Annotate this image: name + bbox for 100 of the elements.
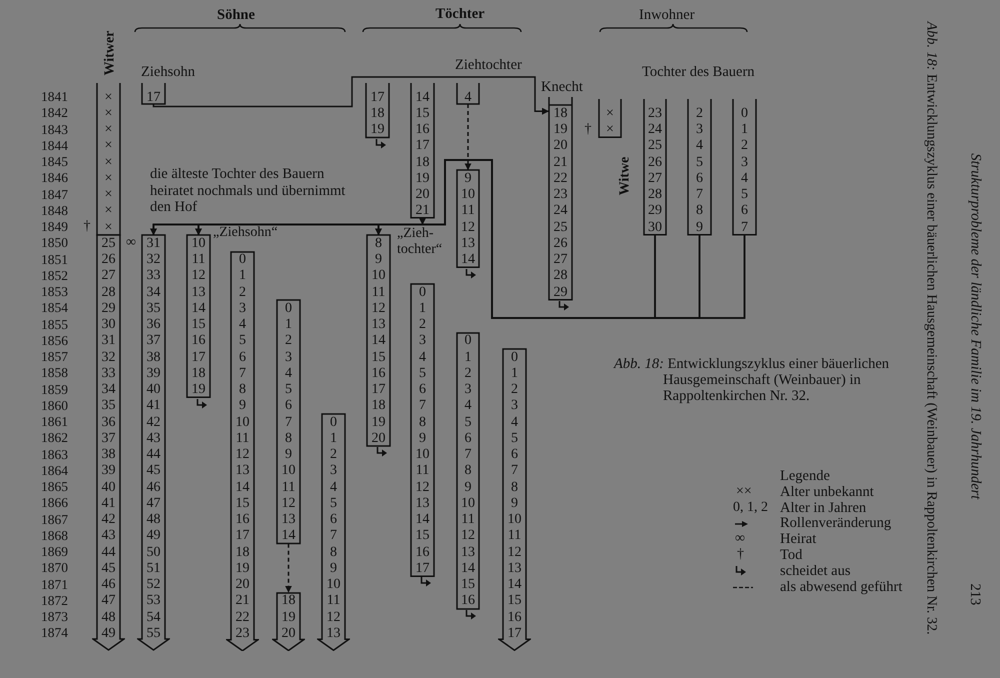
age-entry: 12	[326, 612, 342, 622]
age-entry: 55	[146, 628, 162, 639]
age-entry: 26	[100, 254, 116, 265]
age-entry: 22	[234, 612, 250, 622]
age-entry: 3	[740, 156, 749, 168]
age-entry: 7	[238, 368, 247, 379]
year-label: 1849	[41, 219, 68, 235]
age-entry: 9	[374, 254, 383, 265]
year-label: 1854	[41, 300, 68, 316]
age-entry: 9	[238, 400, 247, 412]
age-entry: 4	[510, 416, 519, 428]
age-entry: 12	[190, 270, 206, 282]
age-entry: 20	[552, 140, 568, 152]
age-entry: 13	[280, 514, 296, 525]
legend-label: Tod	[780, 546, 802, 564]
age-entry: 27	[647, 172, 663, 184]
age-entry: 34	[146, 286, 162, 298]
age-entry: 14	[414, 92, 430, 102]
year-label: 1852	[41, 268, 68, 284]
age-entry: 29	[647, 205, 663, 216]
age-entry: 19	[234, 562, 250, 574]
age-entry: 15	[414, 530, 430, 542]
age-entry: 50	[146, 546, 162, 558]
age-entry: 44	[146, 449, 162, 460]
age-entry: 2	[238, 286, 247, 298]
age-entry: 1	[284, 319, 293, 330]
age-entry: 17	[146, 92, 162, 102]
age-entry: 5	[510, 432, 519, 444]
age-entry: 0	[740, 108, 749, 119]
age-entry: 13	[234, 465, 250, 476]
age-entry: 12	[280, 498, 296, 509]
age-entry: 8	[695, 205, 704, 216]
age-entry: 1	[238, 270, 247, 282]
age-entry: 12	[460, 222, 476, 232]
age-entry: ×	[104, 172, 114, 184]
age-entry: 1	[740, 124, 749, 135]
age-entry: 4	[329, 482, 338, 492]
age-entry: 2	[510, 384, 519, 395]
age-entry: 4	[464, 400, 472, 412]
age-entry: 13	[370, 319, 386, 330]
age-entry: 40	[146, 384, 162, 395]
age-entry: 28	[552, 270, 568, 282]
age-entry: ×	[104, 205, 114, 216]
age-entry: 20	[370, 432, 386, 444]
age-entry: 21	[552, 156, 568, 168]
year-label: 1856	[41, 332, 68, 348]
age-entry: 11	[234, 432, 250, 444]
age-entry: 11	[506, 530, 522, 542]
age-entry: 17	[414, 140, 430, 152]
age-entry: 53	[146, 595, 162, 606]
age-entry: 0	[238, 254, 247, 265]
age-entry: 26	[552, 238, 568, 249]
age-entry: 13	[460, 546, 476, 558]
legend-label: Rollenveränderung	[780, 515, 892, 532]
age-entry: 45	[100, 562, 116, 574]
age-entry: 9	[418, 432, 427, 444]
age-entry: 37	[100, 432, 116, 444]
age-entry: 23	[647, 108, 663, 119]
age-entry: 6	[284, 400, 293, 412]
age-entry: 7	[418, 400, 427, 412]
age-entry: 12	[370, 302, 386, 314]
year-label: 1868	[41, 528, 68, 544]
age-entry: 0	[418, 286, 427, 298]
age-entry: 6	[329, 514, 338, 525]
age-entry: 3	[695, 124, 704, 135]
age-entry: 9	[284, 449, 293, 460]
legend-sample: 0, 1, 2	[733, 500, 768, 516]
age-entry: 15	[370, 352, 386, 362]
year-label: 1870	[41, 560, 68, 576]
group-label: Tochter des Bauern	[642, 64, 755, 80]
age-entry: 31	[100, 335, 116, 346]
age-entry: 18	[414, 156, 430, 168]
age-entry: 3	[510, 400, 519, 412]
age-entry: 15	[234, 498, 250, 509]
age-entry: 17	[234, 530, 250, 542]
year-label: 1855	[41, 316, 68, 332]
age-entry: 17	[370, 92, 386, 102]
age-entry: 21	[234, 595, 250, 606]
age-entry: 3	[238, 302, 247, 314]
legend-label: Heirat	[780, 530, 816, 548]
age-entry: 19	[370, 124, 386, 135]
age-entry: ×	[104, 108, 114, 119]
age-entry: 45	[146, 465, 162, 476]
age-entry: 7	[329, 530, 338, 542]
age-entry: 4	[740, 172, 749, 184]
marriage-sign: ∞	[126, 235, 136, 252]
age-entry: 5	[740, 189, 749, 200]
age-entry: 11	[460, 514, 476, 525]
age-entry: 8	[374, 238, 383, 249]
year-label: 1861	[41, 414, 68, 430]
age-entry: 30	[647, 222, 663, 232]
age-entry: 10	[506, 514, 522, 525]
legend-label: als abwesend geführt	[780, 578, 902, 596]
group-heading: Söhne	[217, 7, 255, 24]
age-entry: 8	[238, 384, 247, 395]
age-entry: 9	[695, 222, 704, 232]
age-entry: 33	[146, 270, 162, 282]
role-label: „Zieh- tochter“	[397, 226, 444, 258]
year-label: 1845	[41, 154, 68, 170]
age-entry: 54	[146, 612, 162, 622]
